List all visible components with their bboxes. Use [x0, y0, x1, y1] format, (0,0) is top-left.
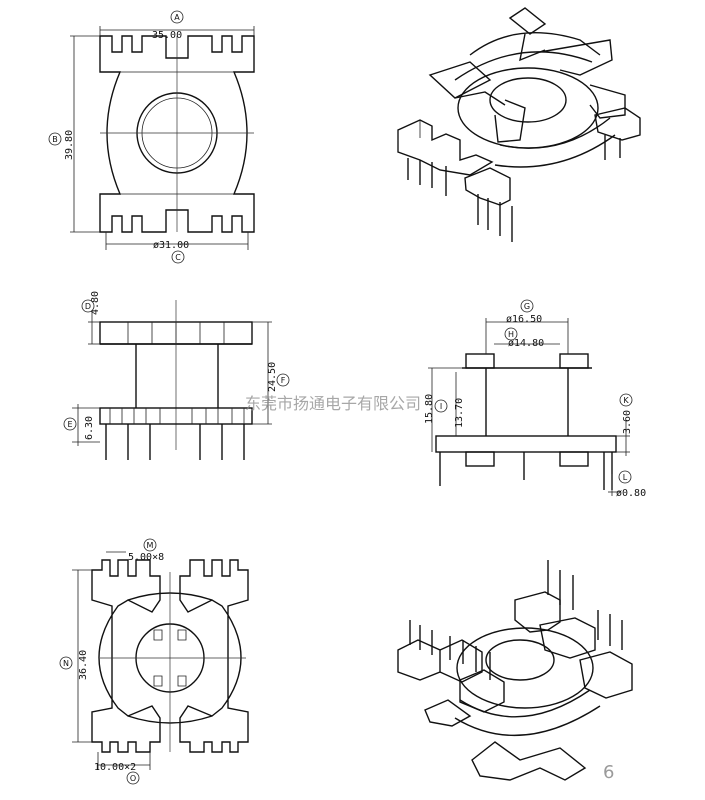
dim-i-label: I: [440, 402, 442, 411]
dim-g-marker: [520, 299, 534, 313]
dim-o-value: 10.00×2: [94, 762, 136, 773]
dim-l-label: L: [623, 473, 628, 482]
dim-n-value: 36.40: [78, 650, 89, 680]
bottom-view: M 5.00×8 N 36.40 10.00×2 O: [59, 538, 249, 785]
isometric-view-bottom: [397, 560, 633, 781]
dim-a-value: 35.00: [152, 30, 182, 41]
top-view-outline: [99, 35, 255, 233]
dim-j-value: 13.70: [454, 398, 465, 428]
dim-g-value: ø16.50: [506, 314, 542, 325]
dim-m-value: 5.00×8: [128, 552, 164, 563]
dim-k-label: K: [623, 396, 629, 405]
dim-b-marker: [48, 132, 62, 146]
front-view: 4.80 D 24.50 F 6.30 E: [63, 291, 290, 460]
dim-i-marker: [434, 399, 448, 413]
dim-k-value: 3.60: [622, 410, 633, 434]
dim-n-marker: [59, 656, 73, 670]
dim-m-label: M: [147, 541, 154, 550]
dim-h-value: ø14.80: [508, 338, 544, 349]
dim-c-label: C: [175, 253, 181, 262]
dim-f-value: 24.50: [267, 362, 278, 392]
bottom-view-left-half: [91, 559, 161, 753]
dim-b-value: 39.80: [64, 130, 75, 160]
dim-m-marker: [143, 538, 157, 552]
dim-b-label: B: [52, 135, 58, 144]
dim-e-value: 6.30: [84, 416, 95, 440]
dim-d-label: D: [85, 302, 91, 311]
dim-l-marker: [618, 470, 632, 484]
dim-a-label: A: [174, 13, 180, 22]
dim-d-value: 4.80: [90, 291, 101, 315]
dim-h-marker: [504, 327, 518, 341]
side-view: G ø16.50 H ø14.80 15.80 I 13.70 3.60 K L…: [424, 299, 646, 499]
dim-c-value: ø31.00: [153, 240, 189, 251]
dim-c-marker: [171, 250, 185, 264]
page-number: 6: [603, 762, 614, 783]
bottom-view-right-half: [179, 559, 249, 753]
dim-h-label: H: [508, 330, 514, 339]
front-bottom-flange: [99, 407, 253, 425]
dim-f-label: F: [281, 376, 286, 385]
dim-i-value: 15.80: [424, 394, 435, 424]
dim-f-marker: [276, 373, 290, 387]
dim-o-marker: [126, 771, 140, 785]
dim-e-label: E: [67, 420, 72, 429]
dim-a-marker: [170, 10, 184, 24]
top-view: A 35.00 B 39.80 ø31.00 C: [48, 10, 255, 264]
company-watermark: 东莞市扬通电子有限公司: [245, 394, 421, 413]
side-bottom-flange: [435, 435, 617, 453]
dim-o-label: O: [130, 774, 136, 783]
dim-n-label: N: [63, 659, 69, 668]
dim-e-marker: [63, 417, 77, 431]
dim-l-value: ø0.80: [616, 488, 646, 499]
dim-k-marker: [619, 393, 633, 407]
isometric-view-top: [397, 7, 641, 242]
dim-g-label: G: [524, 302, 530, 311]
dim-d-marker: [81, 299, 95, 313]
